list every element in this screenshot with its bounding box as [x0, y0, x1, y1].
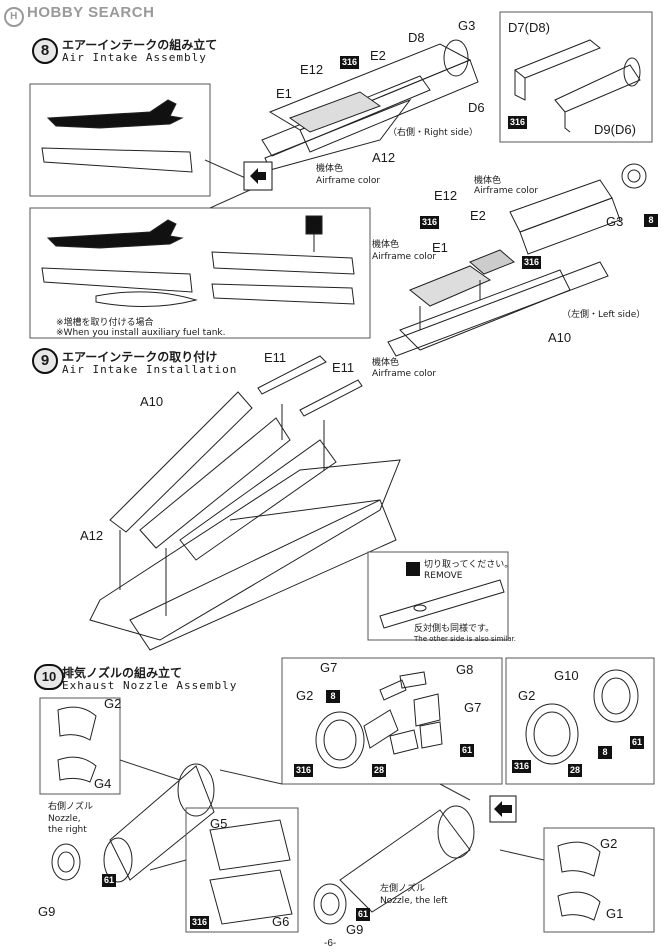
step10-title-en: Exhaust Nozzle Assembly: [62, 679, 238, 692]
left-side-note: （左側・Left side）: [562, 310, 646, 320]
airframe-color-en-2: Airframe color: [474, 186, 539, 196]
part-g9-a: G9: [38, 904, 56, 919]
inset-d9: D9(D6): [594, 122, 636, 137]
part-d6: D6: [468, 100, 485, 115]
remove-icon: [406, 562, 420, 576]
airframe-color-jp-2: 機体色: [474, 176, 502, 186]
paint-tag-61-b: 61: [460, 744, 475, 757]
paint-tag-8: 8: [644, 214, 658, 227]
part-e11-b: E11: [332, 360, 355, 375]
part-g3: G3: [458, 18, 476, 33]
part-a12: A12: [372, 150, 396, 165]
paint-tag-61-c: 61: [630, 736, 645, 749]
part-g1: G1: [606, 906, 624, 921]
step10-number: 10: [34, 664, 64, 690]
other-side-en: The other side is also similar.: [414, 635, 516, 643]
logo-text: HOBBY SEARCH: [27, 4, 155, 21]
paint-tag-316: 316: [340, 56, 360, 69]
nozzle-left-jp: 左側ノズル: [380, 884, 426, 894]
part-a10-step9: A10: [140, 394, 164, 409]
paint-tag-316-b: 316: [420, 216, 440, 229]
part-g10: G10: [554, 668, 579, 683]
nozzle-right-en1: Nozzle,: [48, 814, 81, 824]
remove-en: REMOVE: [424, 571, 463, 581]
part-e2-left: E2: [470, 208, 486, 223]
airframe-color-en-1: Airframe color: [316, 176, 381, 186]
part-g4: G4: [94, 776, 112, 791]
step10-title-jp: 排気ノズルの組み立て: [62, 666, 183, 680]
logo-mark-icon: H: [4, 7, 24, 27]
paint-tag-61-a: 61: [102, 874, 117, 887]
page-number: -6-: [324, 938, 337, 949]
step9-title-en: Air Intake Installation: [62, 363, 238, 376]
paint-tag-316-e: 316: [294, 764, 314, 777]
step8-title-en: Air Intake Assembly: [62, 51, 207, 64]
paint-tag-8-c: 8: [598, 746, 612, 759]
airframe-color-en-4: Airframe color: [372, 369, 437, 379]
paint-tag-28-b: 28: [568, 764, 583, 777]
step9-title-jp: エアーインテークの取り付け: [62, 350, 218, 364]
nozzle-right-jp: 右側ノズル: [48, 802, 94, 812]
part-e11-a: E11: [264, 350, 287, 365]
part-a12-step9: A12: [80, 528, 104, 543]
inset-d7: D7(D8): [508, 20, 550, 35]
part-g6: G6: [272, 914, 290, 929]
part-g9-b: G9: [346, 922, 364, 937]
paint-tag-28-a: 28: [372, 764, 387, 777]
tank-note-en: ※When you install auxiliary fuel tank.: [56, 328, 226, 338]
part-g7-b: G7: [464, 700, 482, 715]
part-g5: G5: [210, 816, 228, 831]
tank-note-jp: ※増槽を取り付ける場合: [56, 318, 154, 328]
part-g2-d: G2: [600, 836, 618, 851]
part-e1: E1: [276, 86, 292, 101]
part-d8: D8: [408, 30, 425, 45]
part-e12-left: E12: [434, 188, 458, 203]
paint-tag-8-b: 8: [326, 690, 340, 703]
part-g8: G8: [456, 662, 474, 677]
other-side-jp: 反対側も同様です。: [414, 624, 495, 634]
part-g2-a: G2: [104, 696, 122, 711]
part-g7-a: G7: [320, 660, 338, 675]
airframe-color-en-3: Airframe color: [372, 252, 437, 262]
paint-tag-61-d: 61: [356, 908, 371, 921]
part-e1-left: E1: [432, 240, 448, 255]
paint-tag-316-d: 316: [190, 916, 210, 929]
part-e2: E2: [370, 48, 386, 63]
part-e12: E12: [300, 62, 324, 77]
step8-title-jp: エアーインテークの組み立て: [62, 38, 218, 52]
remove-jp: 切り取ってください。: [424, 560, 514, 570]
nozzle-left-en: Nozzle, the left: [380, 896, 448, 906]
paint-tag-316-f: 316: [512, 760, 532, 773]
part-g2-c: G2: [518, 688, 536, 703]
airframe-color-jp-1: 機体色: [316, 164, 344, 174]
step8-number: 8: [32, 38, 58, 64]
part-a10: A10: [548, 330, 572, 345]
airframe-color-jp-3: 機体色: [372, 240, 400, 250]
paint-tag-316-c: 316: [522, 256, 542, 269]
part-g2-b: G2: [296, 688, 314, 703]
step9-number: 9: [32, 348, 58, 374]
right-side-note: （右側・Right side）: [388, 128, 479, 138]
nozzle-right-en2: the right: [48, 825, 87, 835]
paint-tag-316-inset: 316: [508, 116, 528, 129]
airframe-color-jp-4: 機体色: [372, 358, 400, 368]
part-g3-left: G3: [606, 214, 624, 229]
